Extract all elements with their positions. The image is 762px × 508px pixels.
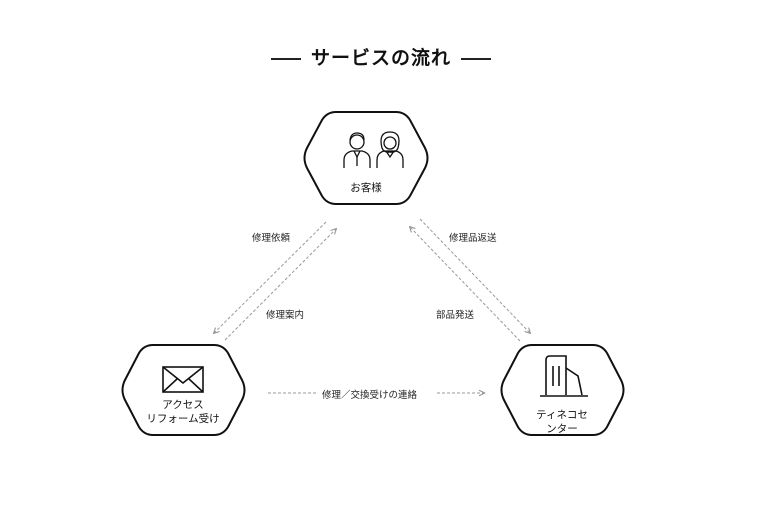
customers-icon <box>343 131 404 168</box>
reception-label-line1: アクセス <box>162 399 204 411</box>
parts-return-arrow <box>410 227 521 342</box>
diagram-title: サービスの流れ <box>0 43 762 70</box>
title-text: サービスの流れ <box>310 47 451 69</box>
parts-ship-label: 部品発送 <box>436 310 475 321</box>
reception-label-line2: リフォーム受け <box>146 413 220 425</box>
center-label-line1: ティネコセ <box>536 409 588 421</box>
parts-ship-arrow <box>419 218 530 333</box>
parts-return-label: 修理品返送 <box>449 233 497 244</box>
title-left-rule <box>270 57 301 60</box>
center-label-line2: ンター <box>546 423 578 435</box>
repair-guide-arrow <box>214 221 327 333</box>
center-node-shape <box>500 344 625 436</box>
title-right-rule <box>461 57 491 60</box>
repair-guide-label: 修理案内 <box>266 310 305 321</box>
customer-label: お客様 <box>350 182 382 194</box>
envelope-icon <box>162 366 204 393</box>
reception-node-shape <box>121 344 246 436</box>
contact-label: 修理／交換受けの連絡 <box>322 390 418 401</box>
repair-request-arrow <box>224 229 336 341</box>
building-icon <box>540 355 588 397</box>
repair-request-label: 修理依頼 <box>252 233 291 244</box>
